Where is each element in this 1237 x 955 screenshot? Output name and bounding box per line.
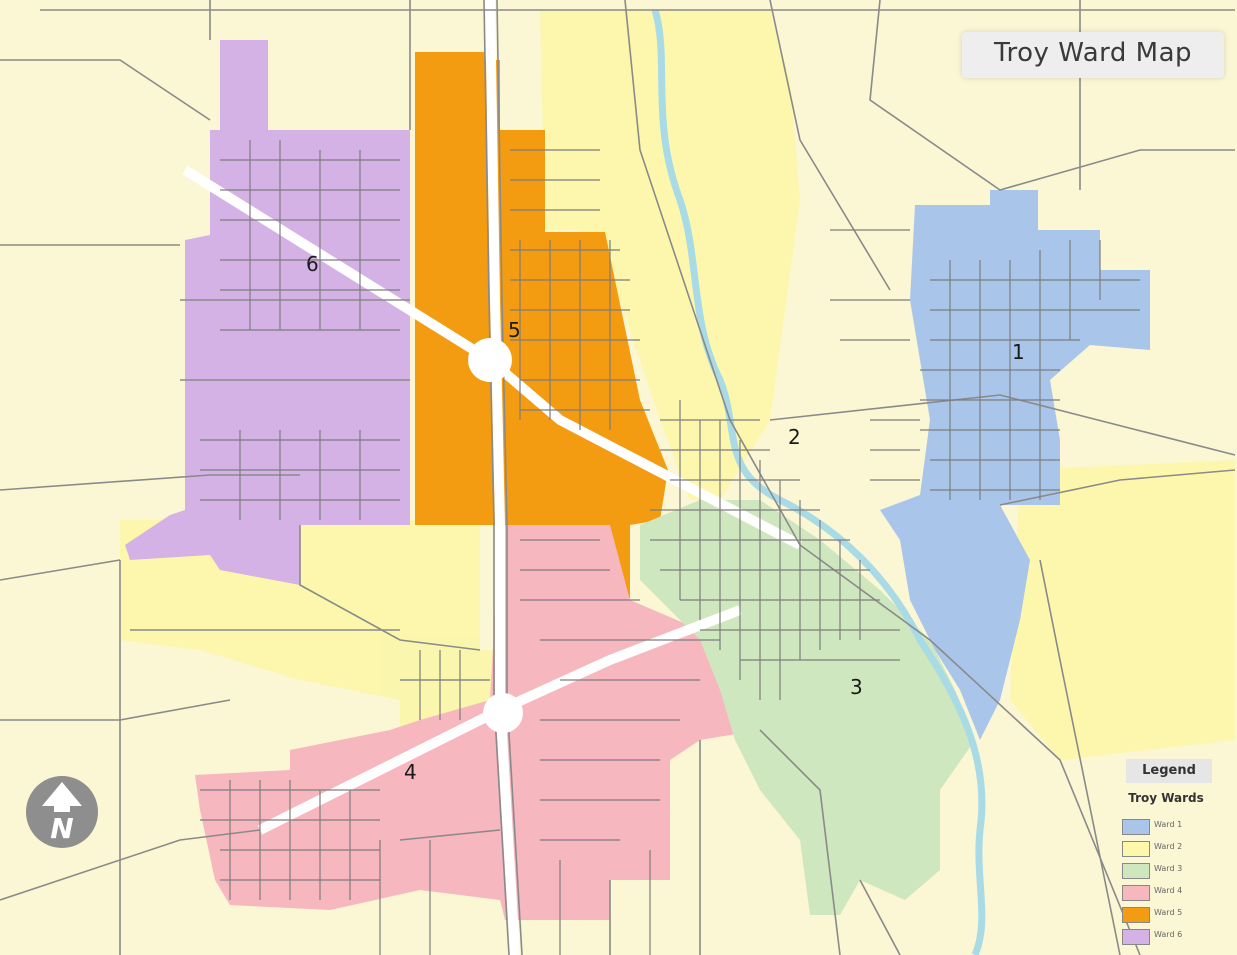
ward-6-area xyxy=(125,40,410,585)
legend-item-ward-6: Ward 6 xyxy=(1122,927,1214,945)
legend-item-ward-2: Ward 2 xyxy=(1122,839,1214,857)
ward-3-area xyxy=(640,500,975,915)
interchange-south xyxy=(483,693,523,733)
legend: Legend Troy Wards Ward 1 Ward 2 Ward 3 W… xyxy=(1114,755,1218,950)
legend-swatch xyxy=(1122,841,1150,857)
legend-swatch xyxy=(1122,819,1150,835)
legend-subheading: Troy Wards xyxy=(1128,791,1204,805)
legend-item-ward-5: Ward 5 xyxy=(1122,905,1214,923)
legend-item-ward-3: Ward 3 xyxy=(1122,861,1214,879)
ward-label-4: 4 xyxy=(404,760,417,784)
street-grid xyxy=(200,140,1140,955)
ward-label-1: 1 xyxy=(1012,340,1025,364)
legend-swatch xyxy=(1122,907,1150,923)
ward-label-5: 5 xyxy=(508,318,521,342)
map-title-box: Troy Ward Map xyxy=(962,32,1224,78)
legend-swatch xyxy=(1122,885,1150,901)
ward-2-area xyxy=(120,10,1235,840)
legend-heading: Legend xyxy=(1126,759,1212,783)
legend-label: Ward 4 xyxy=(1154,886,1183,895)
legend-swatch xyxy=(1122,929,1150,945)
ward-label-2: 2 xyxy=(788,425,801,449)
north-letter: N xyxy=(50,812,73,845)
legend-label: Ward 5 xyxy=(1154,908,1183,917)
ward-label-3: 3 xyxy=(850,675,863,699)
ward-label-6: 6 xyxy=(306,252,319,276)
legend-label: Ward 3 xyxy=(1154,864,1183,873)
interchange-north xyxy=(468,338,512,382)
legend-swatch xyxy=(1122,863,1150,879)
legend-label: Ward 2 xyxy=(1154,842,1183,851)
legend-label: Ward 1 xyxy=(1154,820,1183,829)
legend-item-ward-4: Ward 4 xyxy=(1122,883,1214,901)
legend-label: Ward 6 xyxy=(1154,930,1183,939)
legend-item-ward-1: Ward 1 xyxy=(1122,817,1214,835)
north-arrow-icon: N xyxy=(22,772,102,852)
ward-5-area xyxy=(415,52,668,598)
map-title: Troy Ward Map xyxy=(993,38,1193,68)
ward-1-area xyxy=(880,190,1150,740)
